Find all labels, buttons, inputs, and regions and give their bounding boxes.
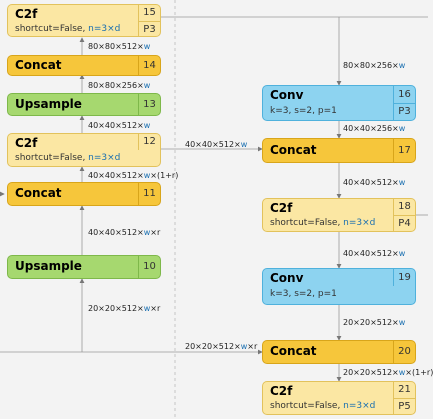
node-index: 11	[138, 183, 160, 205]
node-level: P5	[393, 398, 415, 414]
tensor-shape-label: 40×40×512×w	[185, 140, 248, 149]
c2f-node-15: C2f shortcut=False, n=3×d 15 P3	[7, 4, 161, 37]
node-params: shortcut=False, n=3×d	[15, 24, 121, 34]
tensor-shape-label: 20×20×512×w×(1+r)	[343, 368, 433, 377]
node-title: Conv	[270, 271, 304, 285]
concat-node-17: Concat 17	[262, 138, 416, 163]
tensor-shape-label: 40×40×512×w	[88, 121, 151, 130]
node-index: 14	[138, 56, 160, 75]
conv-node-19: Conv k=3, s=2, p=1 19	[262, 268, 416, 305]
node-params: shortcut=False, n=3×d	[270, 401, 376, 411]
node-params: k=3, s=2, p=1	[270, 106, 337, 116]
tensor-shape-label: 40×40×512×w×r	[88, 228, 161, 237]
tensor-shape-label: 40×40×512×w	[343, 178, 406, 187]
c2f-node-21: C2f shortcut=False, n=3×d 21 P5	[262, 381, 416, 415]
tensor-shape-label: 40×40×512×w	[343, 249, 406, 258]
node-index: 13	[138, 94, 160, 115]
node-title: Upsample	[15, 259, 82, 273]
concat-node-20: Concat 20	[262, 340, 416, 364]
upsample-node-13: Upsample 13	[7, 93, 161, 116]
upsample-node-10: Upsample 10	[7, 255, 161, 279]
concat-node-11: Concat 11	[7, 182, 161, 206]
node-title: Concat	[270, 143, 317, 157]
c2f-node-18: C2f shortcut=False, n=3×d 18 P4	[262, 198, 416, 232]
tensor-shape-label: 80×80×256×w	[88, 81, 151, 90]
node-index: 17	[393, 139, 415, 162]
node-title: Concat	[270, 344, 317, 358]
concat-node-14: Concat 14	[7, 55, 161, 76]
tensor-shape-label: 20×20×512×w×r	[185, 342, 258, 351]
node-title: C2f	[15, 7, 38, 21]
node-title: C2f	[15, 136, 38, 150]
node-index: 20	[393, 341, 415, 363]
tensor-shape-label: 40×40×512×w×(1+r)	[88, 171, 179, 180]
node-params: k=3, s=2, p=1	[270, 289, 337, 299]
node-index: 10	[138, 256, 160, 278]
tensor-shape-label: 80×80×256×w	[343, 61, 406, 70]
tensor-shape-label: 40×40×256×w	[343, 124, 406, 133]
node-params: shortcut=False, n=3×d	[15, 153, 121, 163]
node-params: shortcut=False, n=3×d	[270, 218, 376, 228]
node-level: P3	[138, 21, 160, 37]
conv-node-16: Conv k=3, s=2, p=1 16 P3	[262, 85, 416, 121]
node-index: 16	[393, 86, 415, 103]
c2f-node-12: C2f shortcut=False, n=3×d 12	[7, 133, 161, 167]
tensor-shape-label: 20×20×512×w×r	[88, 304, 161, 313]
node-index: 18	[393, 199, 415, 215]
node-index: 19	[393, 269, 415, 286]
node-title: Concat	[15, 186, 62, 200]
node-title: C2f	[270, 201, 293, 215]
node-index: 15	[138, 5, 160, 21]
node-index: 21	[393, 382, 415, 398]
node-title: Conv	[270, 88, 304, 102]
node-index: 12	[138, 134, 160, 150]
tensor-shape-label: 20×20×512×w	[343, 318, 406, 327]
node-title: Concat	[15, 58, 62, 72]
node-title: C2f	[270, 384, 293, 398]
node-title: Upsample	[15, 97, 82, 111]
node-level: P4	[393, 215, 415, 231]
node-level: P3	[393, 103, 415, 120]
tensor-shape-label: 80×80×512×w	[88, 42, 151, 51]
